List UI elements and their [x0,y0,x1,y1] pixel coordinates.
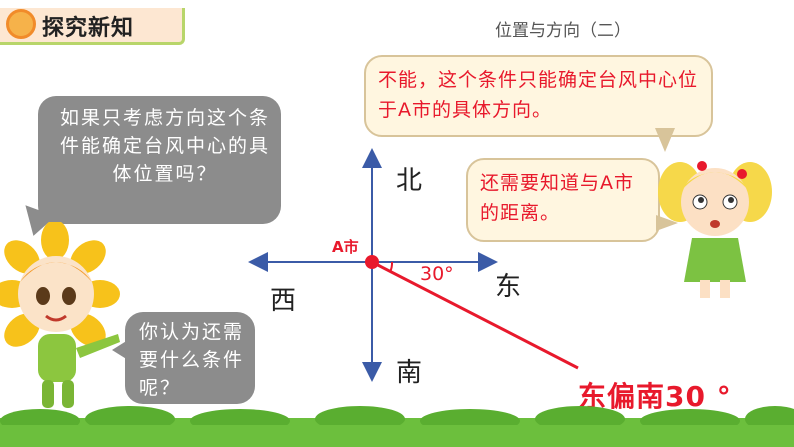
answer-bubble: 不能，这个条件只能确定台风中心位于A市的具体方向。 [364,55,713,137]
sunflower-character-icon [0,222,120,408]
label-north: 北 [396,166,423,196]
answer-text: 不能，这个条件只能确定台风中心位于A市的具体方向。 [378,69,699,121]
angle-arc [389,261,394,273]
ask-text: 你认为还需要什么条件呢？ [139,321,245,399]
more-bubble: 还需要知道与A市的距离。 [466,158,660,242]
question-text: 如果只考虑方向这个条件能确定台风中心的具体位置吗？ [60,107,271,185]
label-a-city: A市 [332,238,359,256]
label-west: 西 [270,286,297,316]
answer-bubble-tail [655,128,675,152]
more-text: 还需要知道与A市的距离。 [480,172,634,224]
label-angle: 30° [420,263,454,285]
city-point [365,255,379,269]
girl-character-icon [658,161,772,298]
lesson-title: 位置与方向（二） [495,21,631,41]
label-result: 东偏南30 ° [578,380,732,413]
section-title: 探究新知 [42,16,135,41]
ask-bubble-tail [112,340,128,360]
grass-bushes [0,406,794,425]
ask-bubble: 你认为还需要什么条件呢？ [125,312,255,404]
label-east: 东 [495,272,522,302]
question-bubble: 如果只考虑方向这个条件能确定台风中心的具体位置吗？ [38,96,281,224]
magnifier-logo-icon [6,9,36,39]
direction-ray [371,260,579,370]
label-south: 南 [396,358,423,388]
